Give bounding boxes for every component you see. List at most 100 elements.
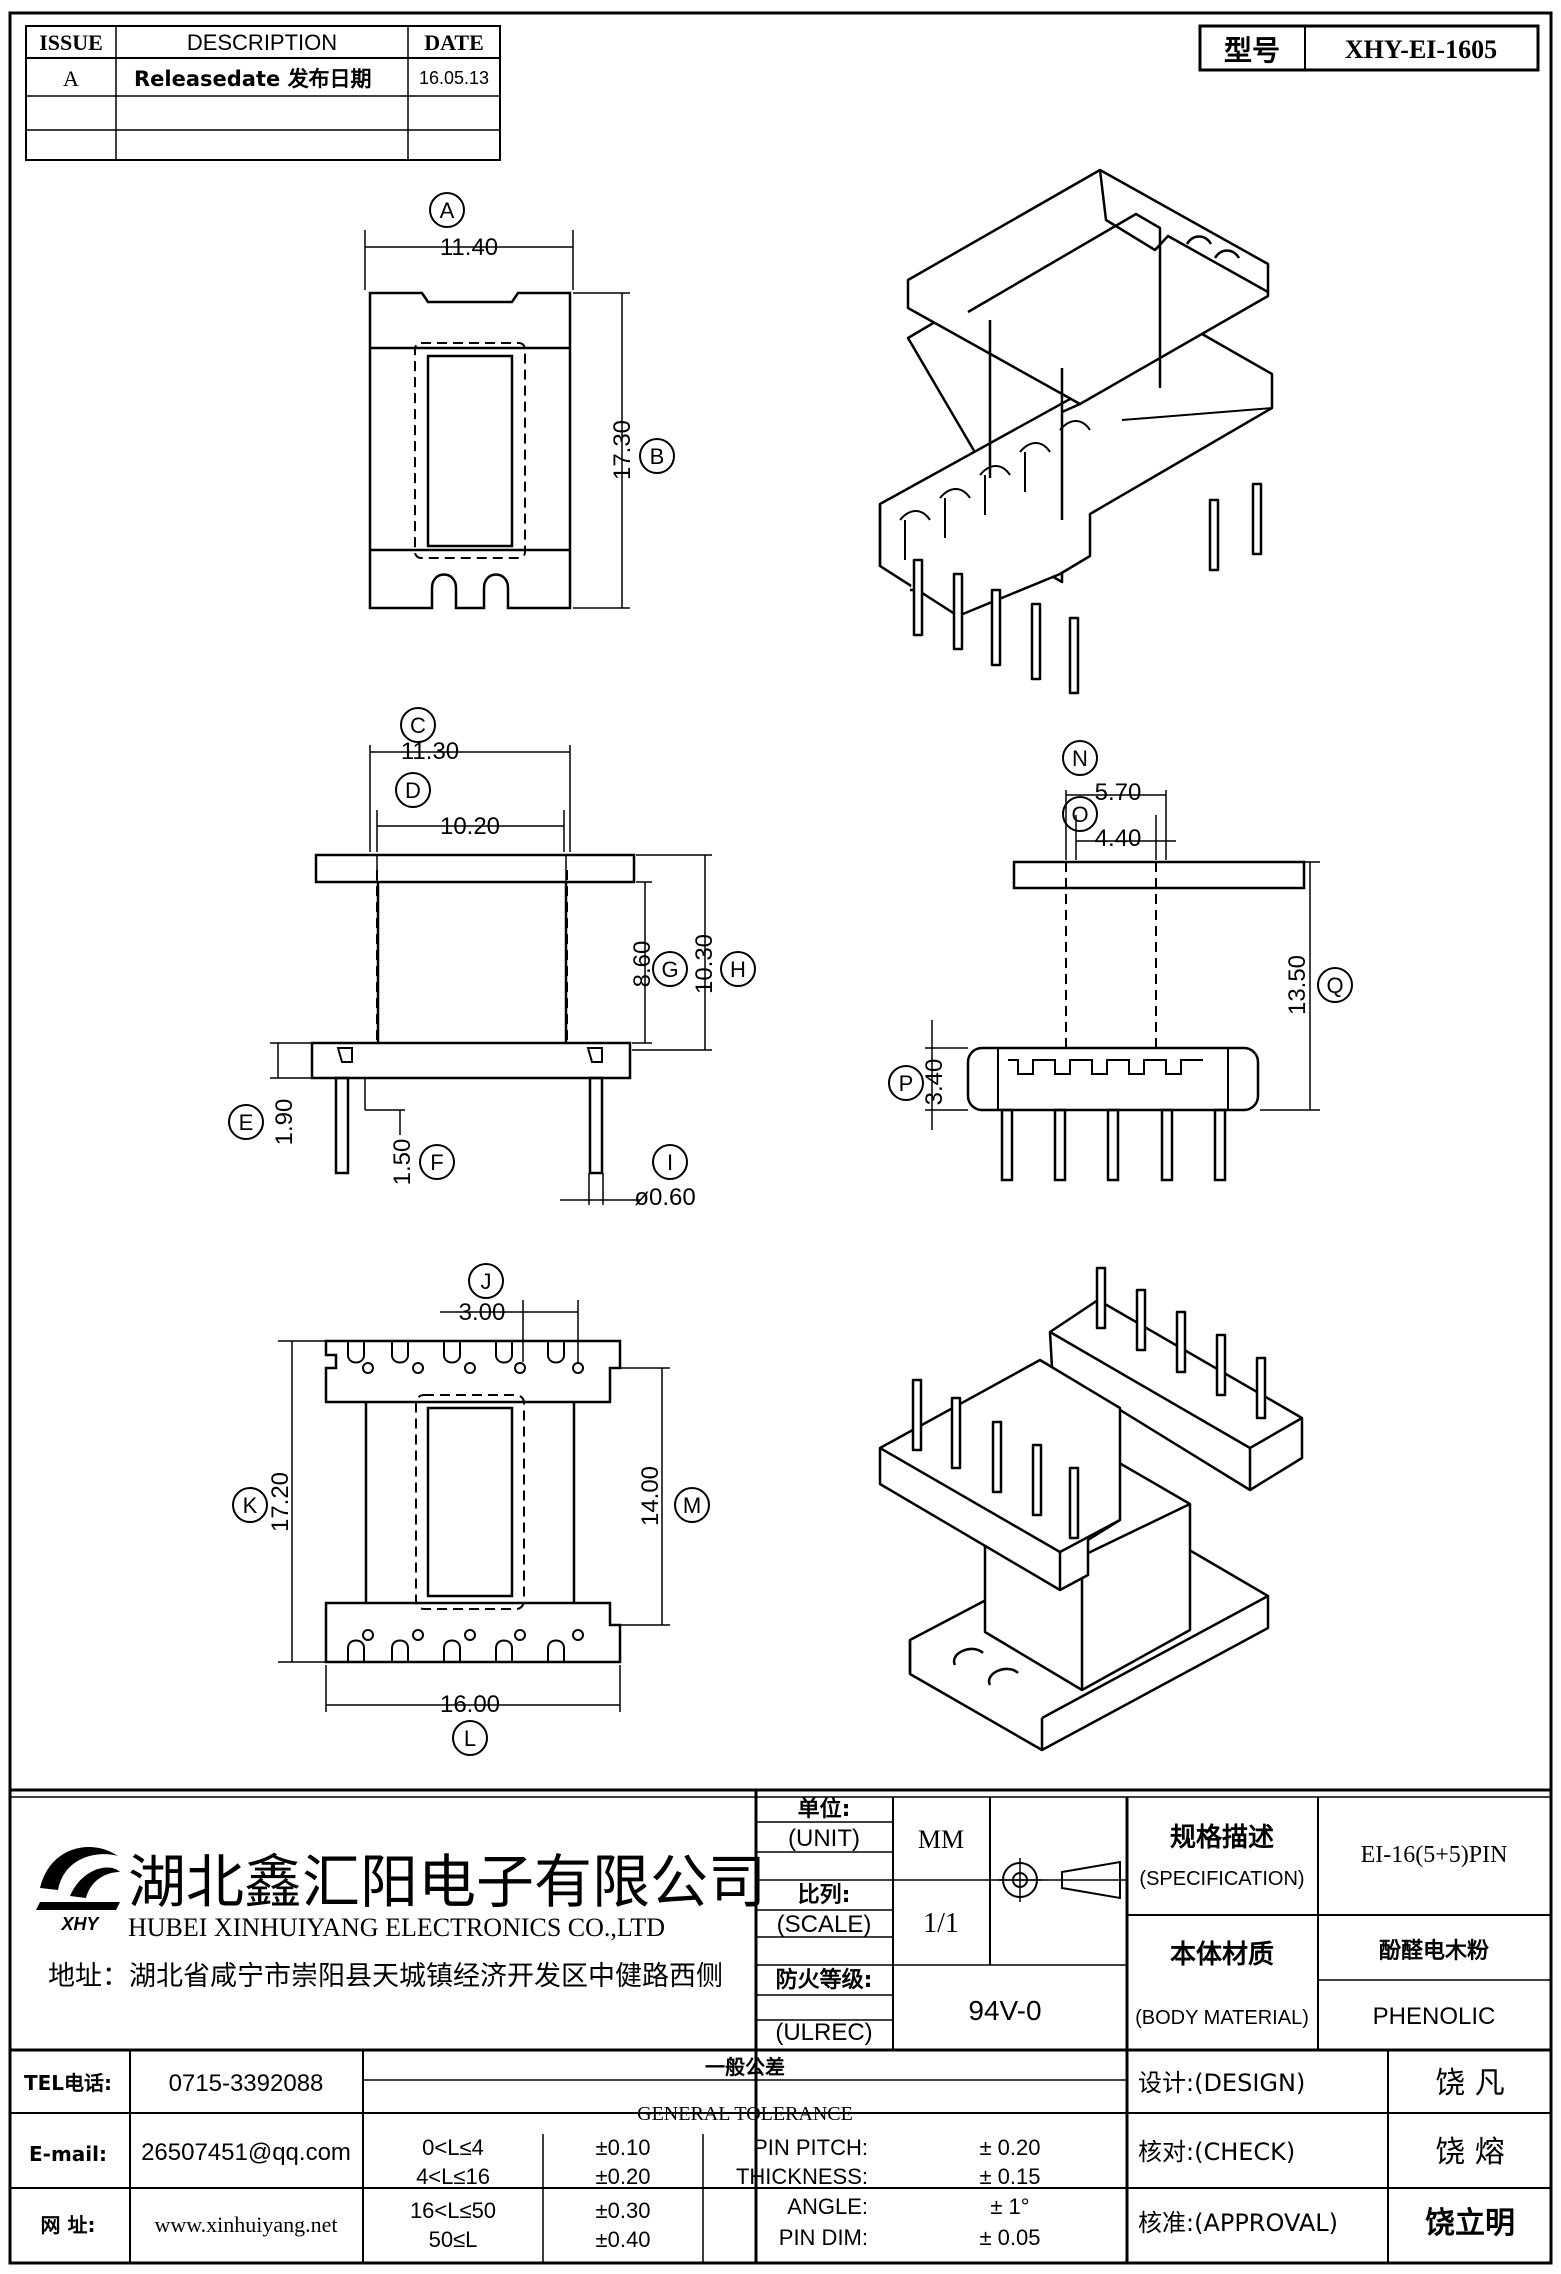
top-view (364, 192, 675, 610)
scale-label-en: (SCALE) (777, 1911, 872, 1938)
tel-value: 0715-3392088 (169, 2070, 324, 2097)
isometric-view-bottom (878, 1266, 1304, 1752)
web-label: 网 址: (41, 2213, 96, 2237)
dim-C: 11.30 (401, 738, 459, 765)
email-label: E-mail: (29, 2142, 107, 2166)
label-Q: Q (1326, 973, 1343, 998)
tolerance-range: 0<L≤4 (422, 2135, 484, 2160)
spec-thickness-value: ± 0.15 (979, 2164, 1040, 2189)
label-I: I (667, 1150, 673, 1175)
label-E: E (239, 1110, 254, 1135)
spec-pin-pitch-label: PIN PITCH: (753, 2135, 868, 2160)
bottom-view (232, 1263, 710, 1756)
web-value: www.xinhuiyang.net (154, 2212, 337, 2237)
label-D: D (405, 778, 421, 803)
dim-F: 1.50 (389, 1139, 416, 1186)
dim-I: ø0.60 (634, 1184, 695, 1211)
tolerance-value: ±0.40 (596, 2227, 651, 2252)
rev-header-issue: ISSUE (39, 30, 103, 55)
model-box: 型号 XHY-EI-1605 (1198, 24, 1540, 72)
dim-B: 17.30 (609, 420, 636, 480)
label-N: N (1072, 746, 1088, 771)
label-B: B (650, 444, 665, 469)
label-C: C (410, 713, 426, 738)
label-G: G (661, 957, 678, 982)
spec-pin-dim-value: ± 0.05 (979, 2225, 1040, 2250)
dim-J: 3.00 (459, 1299, 506, 1326)
tolerance-range: 4<L≤16 (416, 2164, 490, 2189)
tolerance-specs: PIN PITCH: ± 0.20 THICKNESS: ± 0.15 ANGL… (736, 2135, 1041, 2250)
dim-N: 5.70 (1095, 779, 1142, 806)
dim-D: 10.20 (440, 813, 500, 840)
sheet-border (8, 11, 1553, 2265)
spec-angle-value: ± 1° (990, 2194, 1029, 2219)
design-label: 设计:(DESIGN) (1138, 2069, 1305, 2097)
tolerance-value: ±0.30 (596, 2198, 651, 2223)
dim-K: 17.20 (267, 1472, 294, 1532)
dim-M: 14.00 (637, 1466, 664, 1526)
side-view (888, 740, 1353, 1182)
model-value: XHY-EI-1605 (1345, 35, 1497, 64)
label-P: P (899, 1071, 914, 1096)
rev-row-description: Releasedate 发布日期 (134, 67, 372, 91)
spec-angle-label: ANGLE: (787, 2194, 868, 2219)
email-value: 26507451@qq.com (141, 2139, 351, 2166)
scale-label: 比列: (798, 1883, 851, 1908)
label-L: L (464, 1726, 476, 1751)
dim-L: 16.00 (440, 1691, 500, 1718)
label-F: F (430, 1150, 443, 1175)
tolerance-value: ±0.10 (596, 2135, 651, 2160)
spec-pin-dim-label: PIN DIM: (779, 2225, 868, 2250)
design-name: 饶 凡 (1435, 2066, 1505, 2101)
spec-label: 规格描述 (1170, 1822, 1274, 1853)
dim-E: 1.90 (271, 1099, 298, 1146)
tolerance-value: ±0.20 (596, 2164, 651, 2189)
material-label-en: (BODY MATERIAL) (1135, 2007, 1309, 2029)
spec-pin-pitch-value: ± 0.20 (979, 2135, 1040, 2160)
label-A: A (440, 198, 455, 223)
tolerance-range: 50≤L (429, 2227, 478, 2252)
unit-label: 单位: (798, 1796, 851, 1822)
ul-label-en: (ULREC) (775, 2019, 872, 2046)
scale-value: 1/1 (923, 1908, 959, 1939)
rev-header-date: DATE (424, 30, 484, 55)
company-name-cn: 湖北鑫汇阳电子有限公司 (128, 1850, 766, 1915)
material-value-cn: 酚醛电木粉 (1379, 1939, 1489, 1964)
company-logo: XHY (36, 1846, 120, 1934)
rev-row-date: 16.05.13 (419, 68, 489, 88)
label-K: K (243, 1493, 258, 1518)
dim-H: 10.30 (691, 934, 718, 994)
ul-label: 防火等级: (776, 1967, 873, 1993)
label-H: H (730, 957, 746, 982)
company-address: 地址：湖北省咸宁市崇阳县天城镇经济开发区中健路西侧 (48, 1961, 723, 1992)
dim-P: 3.40 (921, 1059, 948, 1106)
spec-label-en: (SPECIFICATION) (1139, 1868, 1304, 1890)
approval-label: 核准:(APPROVAL) (1138, 2209, 1338, 2237)
unit-label-en: (UNIT) (788, 1825, 860, 1852)
tel-label: TEL电话: (24, 2071, 112, 2095)
ul-value: 94V-0 (968, 1995, 1041, 2026)
check-name: 饶 熔 (1435, 2135, 1505, 2170)
spec-thickness-label: THICKNESS: (736, 2164, 868, 2189)
dim-Q: 13.50 (1284, 955, 1311, 1015)
title-block (10, 1788, 1551, 2263)
label-M: M (683, 1493, 701, 1518)
material-label: 本体材质 (1170, 1940, 1274, 1970)
tolerance-ranges: 0<L≤4 ±0.10 4<L≤16 ±0.20 16<L≤50 ±0.30 5… (410, 2135, 651, 2252)
logo-text: XHY (60, 1914, 100, 1934)
rev-row-issue: A (63, 66, 79, 91)
spec-value: EI-16(5+5)PIN (1361, 1842, 1508, 1868)
company-name-en: HUBEI XINHUIYANG ELECTRONICS CO.,LTD (128, 1913, 665, 1942)
dim-A: 11.40 (440, 234, 498, 261)
tolerance-title-en: GENERAL TOLERANCE (637, 2103, 853, 2125)
unit-value: MM (918, 1825, 964, 1854)
tolerance-range: 16<L≤50 (410, 2198, 496, 2223)
isometric-view-top (878, 168, 1274, 695)
dim-O: 4.40 (1095, 825, 1142, 852)
model-label: 型号 (1224, 34, 1280, 67)
revision-table: ISSUE DESCRIPTION DATE A Releasedate 发布日… (25, 25, 501, 161)
approval-name: 饶立明 (1425, 2206, 1515, 2241)
front-view (228, 707, 756, 1205)
